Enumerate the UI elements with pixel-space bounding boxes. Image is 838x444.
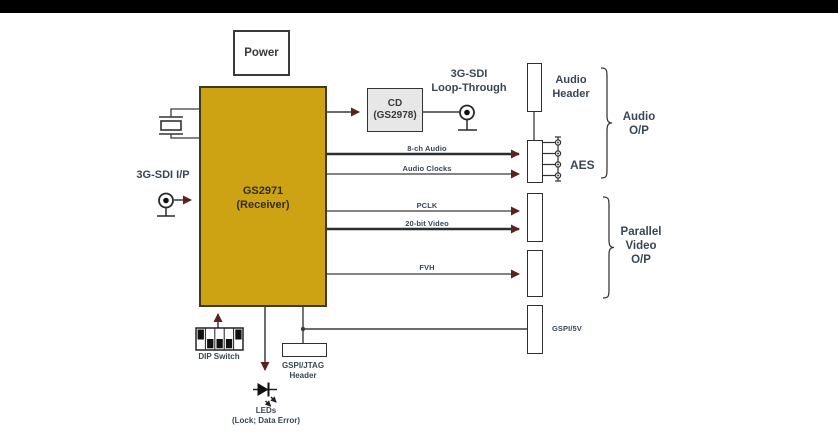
audio-op-label: Audio O/P bbox=[622, 111, 656, 137]
jtag-header-box bbox=[282, 343, 327, 357]
parallel-video-connector-1 bbox=[527, 193, 543, 242]
power-box: Power bbox=[233, 30, 290, 76]
loopthrough-connector-icon bbox=[423, 104, 477, 131]
parallel-op-label: Parallel Video O/P bbox=[620, 226, 662, 266]
parallel-video-connector-2 bbox=[527, 250, 543, 297]
signal-label-8ch-audio: 8-ch Audio bbox=[407, 144, 447, 153]
jtag-header-label: GSPI/JTAG Header bbox=[281, 361, 325, 380]
signal-label-fvh: FVH bbox=[419, 263, 435, 272]
sdi-input-label: 3G-SDI I/P bbox=[136, 169, 190, 181]
power-label: Power bbox=[244, 47, 279, 59]
parallel-op-brace bbox=[602, 196, 615, 299]
junction-dot bbox=[300, 326, 306, 332]
gspi-5v-connector bbox=[527, 305, 543, 354]
signal-label-audio-clocks: Audio Clocks bbox=[402, 164, 452, 173]
receiver-name: GS2971 bbox=[242, 184, 284, 197]
aes-label: AES bbox=[570, 158, 595, 172]
audio-header-connector bbox=[527, 63, 542, 112]
sdi-input-connector-icon bbox=[157, 192, 192, 217]
aes-port-icons bbox=[543, 136, 562, 182]
leds-label: LEDs (Lock; Data Error) bbox=[231, 406, 300, 425]
audio-op-brace bbox=[600, 67, 613, 179]
top-black-bar bbox=[0, 0, 838, 13]
dip-switch-label: DIP Switch bbox=[198, 352, 240, 361]
signal-label-20bit-video: 20-bit Video bbox=[405, 219, 449, 228]
cd-subname: (GS2978) bbox=[373, 110, 417, 121]
receiver-subname: (Receiver) bbox=[236, 198, 290, 211]
gspi5v-label: GSPI/5V bbox=[552, 324, 582, 333]
crystal-icon bbox=[159, 108, 199, 139]
loopthrough-label: 3G-SDI Loop-Through bbox=[431, 68, 507, 94]
cd-name: CD bbox=[387, 97, 403, 109]
cd-box: CD (GS2978) bbox=[367, 88, 423, 132]
dip-switch-icon bbox=[195, 327, 244, 351]
aes-connector bbox=[527, 140, 543, 183]
led-icon bbox=[253, 382, 277, 407]
receiver-box: GS2971 (Receiver) bbox=[199, 86, 327, 307]
signal-label-pclk: PCLK bbox=[416, 201, 438, 210]
audio-header-label: Audio Header bbox=[552, 74, 590, 100]
